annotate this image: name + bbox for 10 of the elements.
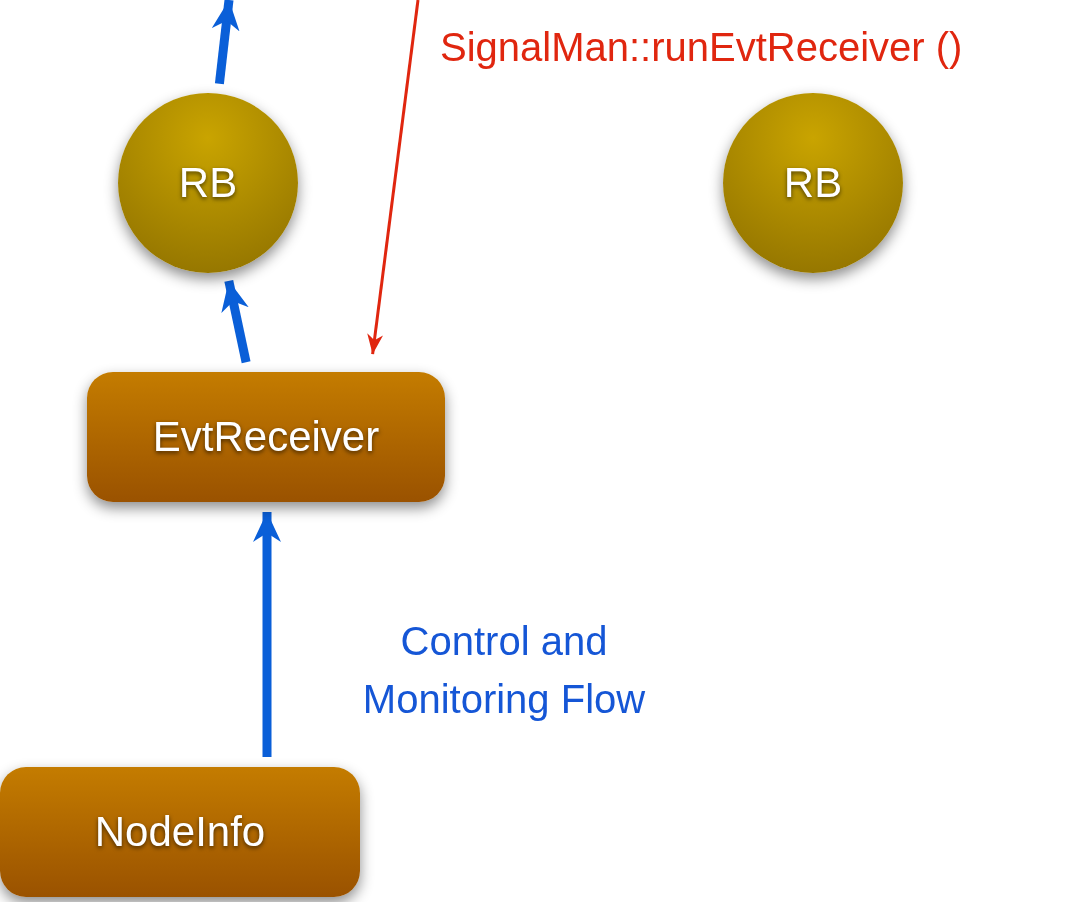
node-label: NodeInfo: [94, 811, 266, 853]
node-label: RB: [178, 162, 238, 204]
arrow: [253, 512, 281, 757]
arrow: [211, 0, 240, 85]
arrow: [221, 279, 251, 364]
arrow: [367, 0, 420, 355]
node-label: RB: [783, 162, 843, 204]
node-label: EvtReceiver: [152, 416, 380, 458]
rounded-box: [87, 372, 445, 502]
rounded-box: [0, 767, 360, 897]
